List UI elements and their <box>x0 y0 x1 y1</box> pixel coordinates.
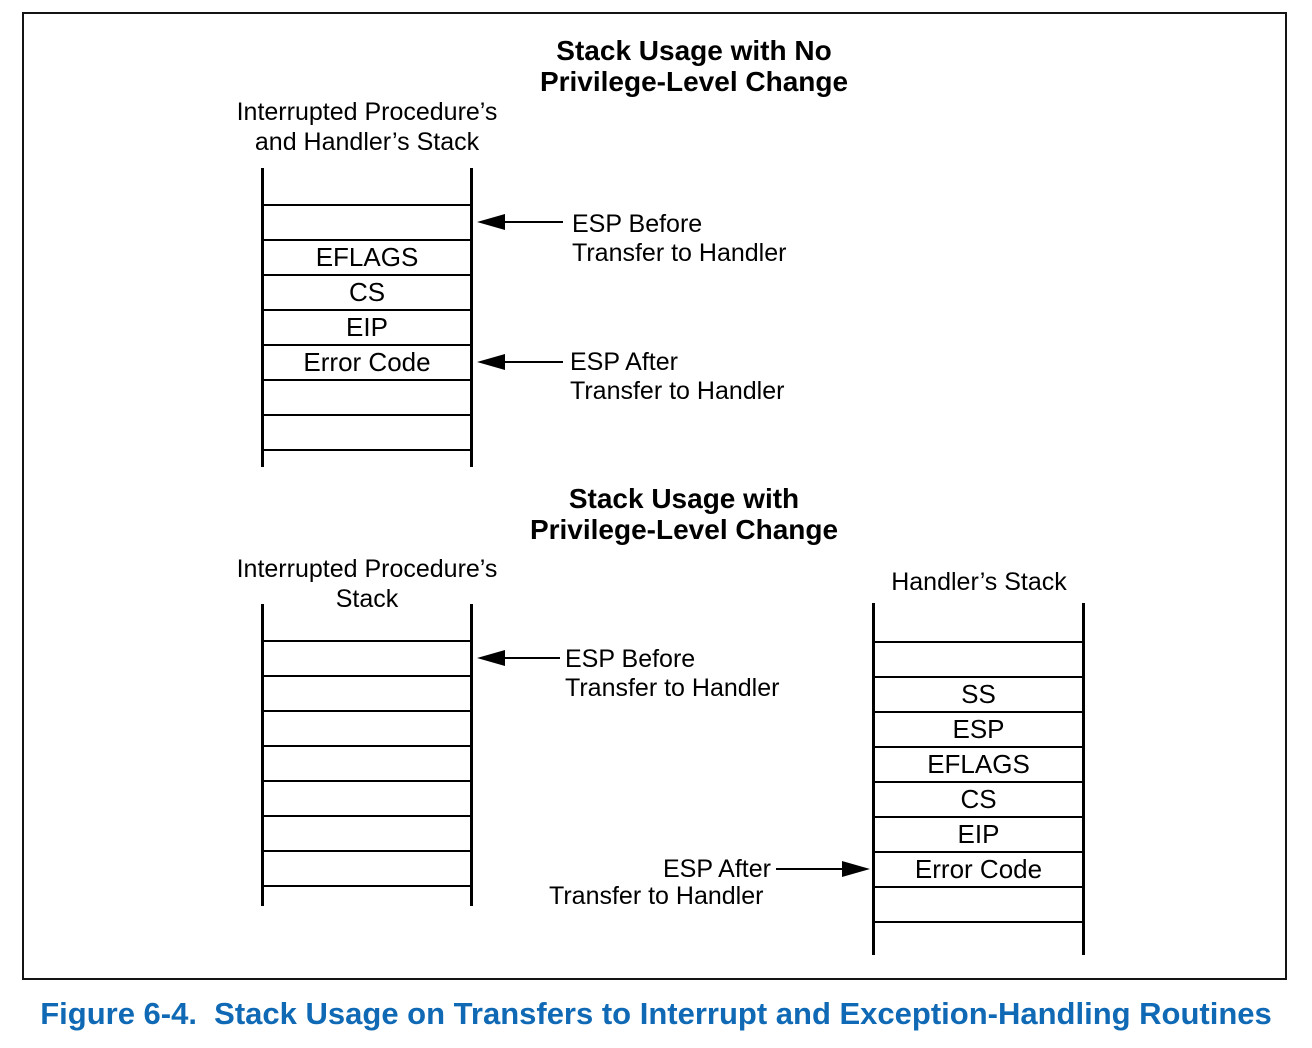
top-stack-label-line2: and Handler’s Stack <box>254 128 480 156</box>
esp-after-label-top-line1: ESP After <box>570 348 678 376</box>
esp-before-label-top-line2: Transfer to Handler <box>572 239 787 267</box>
diagram-border <box>22 12 1287 980</box>
stack-cell <box>261 710 473 745</box>
stack-cell <box>261 850 473 885</box>
handler-stack-label: Handler’s Stack <box>891 568 1067 596</box>
stack-cell: EIP <box>261 309 473 344</box>
stack-cell: EFLAGS <box>872 746 1085 781</box>
top-stack-rails <box>261 168 473 467</box>
arrow-shaft <box>505 657 560 659</box>
arrowhead-left-icon <box>477 354 505 370</box>
stack-cell <box>261 640 473 675</box>
esp-before-label-top-line1: ESP Before <box>572 210 703 238</box>
bottom-left-stack-label-line1: Interrupted Procedure’s <box>236 555 498 583</box>
bottom-left-stack <box>261 640 473 887</box>
arrow-shaft <box>505 221 563 223</box>
stack-cell <box>261 675 473 710</box>
stack-cell: SS <box>872 676 1085 711</box>
stack-cell <box>261 379 473 414</box>
stack-cell <box>261 204 473 239</box>
esp-after-label-bottom-line2: Transfer to Handler <box>549 882 764 910</box>
bottom-left-stack-label-line2: Stack <box>335 585 399 613</box>
top-section-title: Stack Usage with No Privilege-Level Chan… <box>494 35 894 97</box>
bottom-section-title-line2: Privilege-Level Change <box>529 514 839 545</box>
esp-before-arrow-top <box>477 213 563 231</box>
stack-cell <box>261 780 473 815</box>
esp-after-label-top-line2: Transfer to Handler <box>570 377 785 405</box>
esp-after-arrow-top <box>477 353 563 371</box>
esp-before-arrow-bottom <box>477 649 560 667</box>
arrow-shaft <box>505 361 563 363</box>
handler-stack-rails <box>872 603 1085 955</box>
stack-cell: ESP <box>872 711 1085 746</box>
arrowhead-right-icon <box>842 861 870 877</box>
top-section-title-line1: Stack Usage with No <box>556 35 832 66</box>
stack-cell <box>872 886 1085 921</box>
top-stack-label: Interrupted Procedure’s and Handler’s St… <box>167 97 567 157</box>
esp-before-label-bottom-line1: ESP Before <box>565 645 696 673</box>
figure-caption: Figure 6-4. Stack Usage on Transfers to … <box>40 996 1272 1031</box>
arrowhead-left-icon <box>477 214 505 230</box>
esp-before-label-bottom-line2: Transfer to Handler <box>565 674 780 702</box>
stack-cell <box>261 815 473 850</box>
bottom-left-stack-rails <box>261 604 473 906</box>
top-stack-label-line1: Interrupted Procedure’s <box>236 98 498 126</box>
esp-after-arrow-bottom <box>776 860 870 878</box>
esp-before-label-top: ESP Before Transfer to Handler <box>572 210 786 268</box>
stack-cell <box>261 414 473 449</box>
bottom-section-title-line1: Stack Usage with <box>568 483 800 514</box>
esp-before-label-bottom: ESP Before Transfer to Handler <box>565 645 779 703</box>
stack-cell: EIP <box>872 816 1085 851</box>
stack-cell: Error Code <box>872 851 1085 886</box>
arrow-shaft <box>776 868 842 870</box>
stack-cell: Error Code <box>261 344 473 379</box>
stack-cell: EFLAGS <box>261 239 473 274</box>
top-section-title-line2: Privilege-Level Change <box>539 66 849 97</box>
stack-cell: CS <box>872 781 1085 816</box>
esp-after-label-top: ESP After Transfer to Handler <box>570 348 784 406</box>
arrowhead-left-icon <box>477 650 505 666</box>
stack-cell: CS <box>261 274 473 309</box>
bottom-left-stack-label: Interrupted Procedure’s Stack <box>167 554 567 614</box>
esp-after-label-bottom-line1: ESP After <box>663 855 771 883</box>
stack-cell <box>872 641 1085 676</box>
stack-cell <box>261 745 473 780</box>
bottom-section-title: Stack Usage with Privilege-Level Change <box>484 483 884 545</box>
